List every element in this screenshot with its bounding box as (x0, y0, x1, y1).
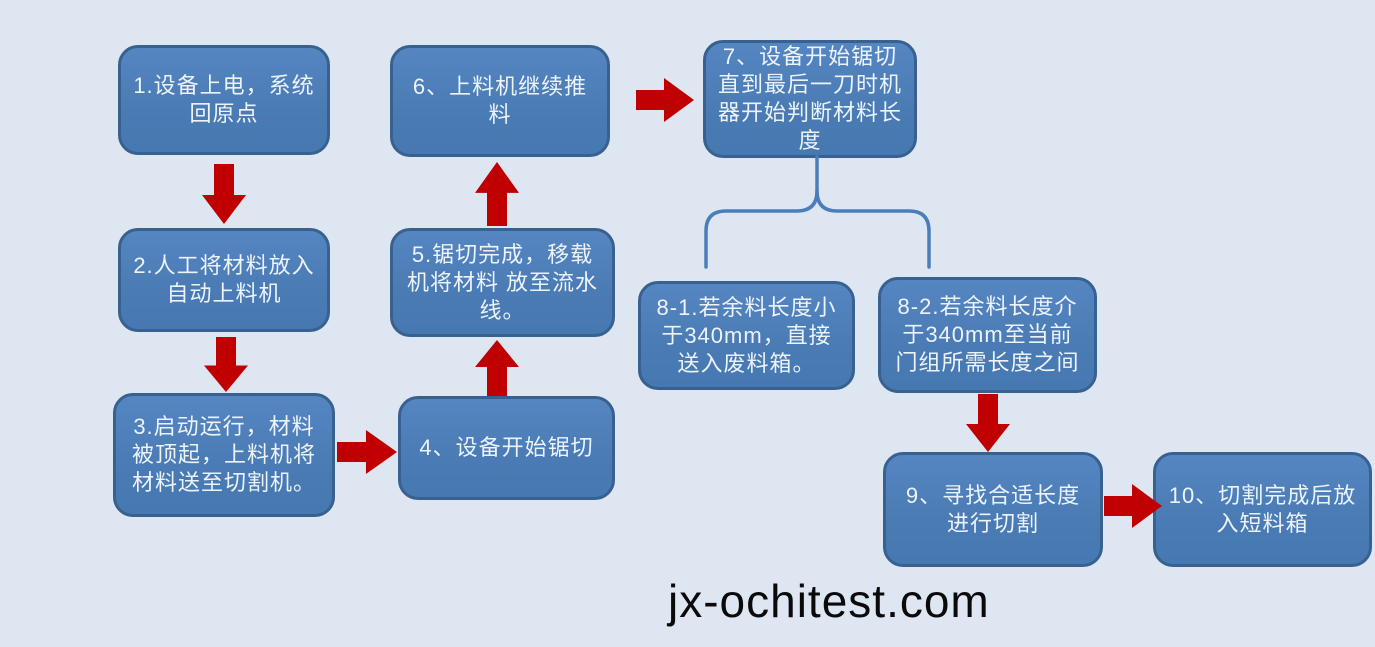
flow-node-10: 10、切割完成后放入短料箱 (1153, 452, 1372, 567)
flow-node-9: 9、寻找合适长度进行切割 (883, 452, 1103, 567)
watermark-text: jx-ochitest.com (668, 575, 990, 627)
arrow-up-5-to-6-icon (475, 162, 519, 226)
arrow-up-4-to-5-icon (475, 340, 519, 396)
arrow-right-3-to-4-icon (337, 430, 397, 474)
flow-node-5: 5.锯切完成，移载机将材料 放至流水线。 (390, 228, 615, 337)
arrow-down-1-to-2-icon (202, 164, 246, 224)
flow-node-1: 1.设备上电，系统回原点 (118, 45, 330, 155)
flow-node-6: 6、上料机继续推料 (390, 45, 610, 157)
arrow-right-6-to-7-icon (636, 78, 694, 122)
flow-node-3: 3.启动运行，材料被顶起，上料机将材料送至切割机。 (113, 393, 335, 517)
flow-node-7: 7、设备开始锯切直到最后一刀时机器开始判断材料长度 (703, 40, 917, 158)
split-connector-7-to-8-icon (690, 155, 950, 275)
flow-node-2: 2.人工将材料放入自动上料机 (118, 228, 330, 332)
flow-node-4: 4、设备开始锯切 (398, 396, 615, 500)
arrow-down-2-to-3-icon (204, 337, 248, 392)
flow-node-8-2: 8-2.若余料长度介于340mm至当前门组所需长度之间 (878, 277, 1097, 393)
arrow-down-8-2-to-9-icon (966, 394, 1010, 452)
arrow-right-9-to-10-icon (1104, 484, 1162, 528)
flow-node-8-1: 8-1.若余料长度小于340mm，直接送入废料箱。 (638, 281, 855, 390)
